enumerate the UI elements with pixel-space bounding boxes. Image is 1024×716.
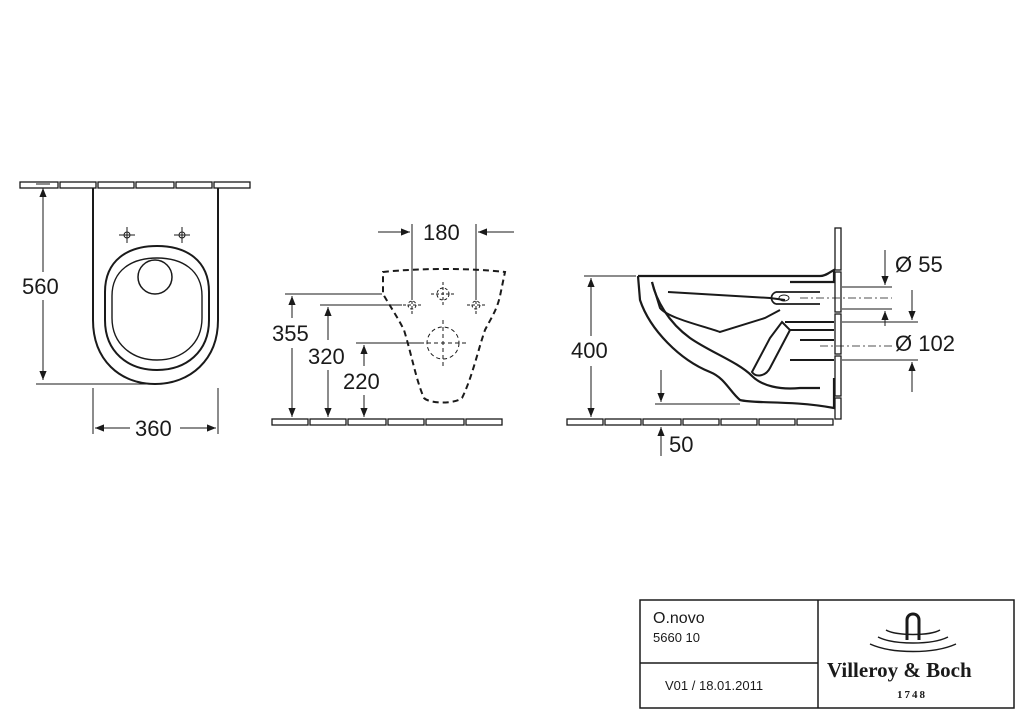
side-centre-lines	[800, 297, 892, 347]
dim-label-front-height: 560	[22, 274, 59, 299]
version-date: V01 / 18.01.2011	[665, 678, 763, 693]
side-inlet	[770, 291, 820, 305]
dim-side-offset	[655, 370, 740, 456]
dim-label-rear-spacing: 180	[423, 220, 460, 245]
bowl-inner	[111, 257, 203, 361]
fixing-hole-left	[119, 227, 135, 243]
floor-line	[271, 418, 503, 426]
title-block	[639, 599, 1015, 709]
dim-label-rear-320: 320	[308, 344, 345, 369]
side-outlet	[785, 321, 834, 361]
water-lines-icon	[869, 629, 957, 653]
wall-line	[19, 181, 251, 189]
side-floor-line	[566, 418, 834, 426]
rear-outlet	[420, 320, 466, 366]
bowl-rim	[104, 244, 210, 372]
flush-opening	[137, 259, 173, 295]
dim-label-side-height: 400	[571, 338, 608, 363]
side-inlet-opening	[778, 294, 790, 302]
rear-outline-dashed	[382, 268, 507, 404]
front-view	[19, 181, 251, 434]
side-bowl-inner	[651, 281, 786, 334]
dim-rear-heights	[285, 293, 420, 417]
bowl-outline	[92, 188, 219, 386]
side-wall-line	[834, 227, 842, 420]
brand-name: Villeroy & Boch	[827, 658, 972, 682]
rear-fixing-top	[431, 282, 455, 306]
dim-front-width	[92, 388, 219, 434]
brand-year: 1748	[897, 689, 927, 701]
rear-view	[271, 224, 514, 426]
side-view	[566, 227, 918, 456]
dim-label-front-width: 360	[135, 416, 172, 441]
dim-label-outlet-diameter: Ø 102	[895, 331, 955, 356]
dim-side-height	[584, 275, 636, 417]
dim-label-rear-220: 220	[343, 369, 380, 394]
dim-label-side-offset: 50	[669, 432, 693, 457]
article-number: 5660 10	[653, 630, 700, 645]
fixing-hole-right	[174, 227, 190, 243]
dim-outlet-diameter	[842, 290, 918, 392]
product-name: O.novo	[653, 610, 705, 627]
dim-rear-spacing	[378, 224, 514, 300]
dim-label-inlet-diameter: Ø 55	[895, 252, 943, 277]
faucet-icon	[905, 612, 921, 640]
brand-logo: Villeroy & Boch 1748	[827, 612, 972, 701]
dim-label-rear-355: 355	[272, 321, 309, 346]
dim-inlet-diameter	[842, 250, 892, 326]
dim-front-height	[36, 183, 150, 385]
side-trap	[750, 320, 792, 377]
